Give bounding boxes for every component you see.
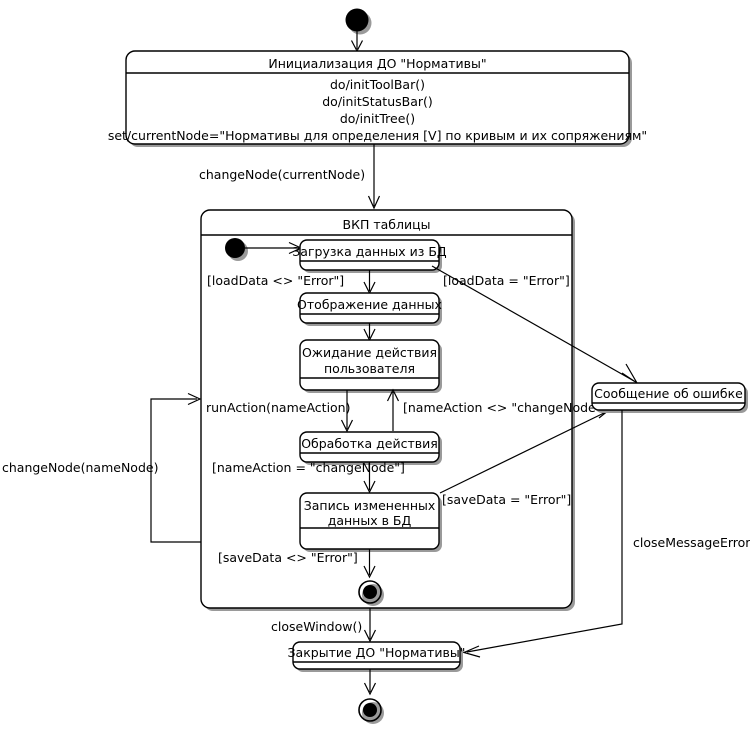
state-save-data[interactable]: Запись измененных данных в БД — [299, 492, 442, 552]
transition-wait-action-to-process-action[interactable]: runAction(nameAction) — [206, 390, 354, 433]
error-message-name: Сообщение об ошибке — [594, 386, 743, 401]
transition-save-data-to-inner-final[interactable]: [saveData <> "Error"] — [218, 549, 376, 579]
transition-load-data-to-error-message-label: [loadData = "Error"] — [443, 273, 570, 288]
transition-initialization-to-composite[interactable]: changeNode(currentNode) — [199, 144, 381, 210]
transition-composite-self-loop[interactable]: changeNode(nameNode) — [2, 392, 202, 543]
process-action-name: Обработка действия — [301, 436, 438, 451]
closing-name: Закрытие ДО "Нормативы" — [288, 645, 466, 660]
transition-process-action-to-wait-action[interactable]: [nameAction <> "changeNode"] — [386, 388, 607, 431]
composite-name: ВКП таблицы — [343, 217, 431, 232]
transition-initialization-to-composite-label: changeNode(currentNode) — [199, 167, 365, 182]
transition-composite-self-loop-label: changeNode(nameNode) — [2, 460, 158, 475]
load-data-name: Загрузка данных из БД — [292, 244, 447, 259]
initial-pseudostate-start[interactable] — [345, 8, 372, 35]
inner-final-ring — [358, 580, 382, 604]
state-show-data[interactable]: Отображение данных — [297, 292, 442, 326]
initialization-name: Инициализация ДО "Нормативы" — [268, 56, 486, 71]
state-load-data[interactable]: Загрузка данных из БД — [292, 239, 447, 273]
transition-error-message-to-closing-label: closeMessageError() — [633, 535, 750, 550]
initialization-activity-2: do/initTree() — [340, 111, 415, 126]
initialization-activity-1: do/initStatusBar() — [322, 94, 433, 109]
outer-final-state[interactable] — [358, 698, 384, 724]
outer-final-ring — [358, 698, 382, 722]
transition-error-message-to-closing[interactable]: closeMessageError() — [462, 410, 750, 658]
state-initialization[interactable]: Инициализация ДО "Нормативы" do/initTool… — [108, 50, 647, 147]
show-data-name: Отображение данных — [297, 297, 442, 312]
state-wait-action[interactable]: Ожидание действия пользователя — [299, 339, 442, 393]
wait-action-name-line1: Ожидание действия — [302, 345, 437, 360]
transition-process-action-to-wait-action-label: [nameAction <> "changeNode"] — [403, 400, 606, 415]
transition-wait-action-to-process-action-label: runAction(nameAction) — [206, 400, 350, 415]
transition-composite-to-closing-label: closeWindow() — [271, 619, 362, 634]
inner-final-dot — [363, 585, 377, 599]
composite-state-vkp-tablicy[interactable]: ВКП таблицы — [200, 209, 575, 611]
initial-dot — [345, 8, 369, 32]
transition-process-action-to-save-data[interactable]: [nameAction = "changeNode"] — [212, 460, 405, 494]
transition-load-data-to-show-data[interactable]: [loadData <> "Error"] — [207, 270, 376, 295]
transition-composite-to-closing[interactable]: closeWindow() — [271, 608, 377, 643]
inner-initial-dot — [225, 238, 245, 258]
save-data-name-line1: Запись измененных — [304, 498, 436, 513]
initialization-activity-3: set/currentNode="Нормативы для определен… — [108, 128, 647, 143]
transition-closing-to-outer-final[interactable] — [363, 669, 377, 696]
transition-load-data-to-show-data-label: [loadData <> "Error"] — [207, 273, 344, 288]
wait-action-name-line2: пользователя — [324, 361, 415, 376]
inner-initial-pseudostate[interactable] — [225, 238, 248, 261]
transition-process-action-to-save-data-label: [nameAction = "changeNode"] — [212, 460, 405, 475]
inner-final-state[interactable] — [358, 580, 384, 606]
transition-save-data-to-error-message-label: [saveData = "Error"] — [442, 492, 571, 507]
state-closing[interactable]: Закрытие ДО "Нормативы" — [288, 641, 466, 672]
composite-box — [200, 209, 573, 609]
save-data-name-line2: данных в БД — [328, 513, 412, 528]
transition-load-data-to-error-message[interactable]: [loadData = "Error"] — [431, 265, 638, 384]
initialization-box — [125, 50, 630, 145]
state-error-message[interactable]: Сообщение об ошибке — [591, 382, 748, 413]
initialization-activity-0: do/initToolBar() — [330, 77, 425, 92]
outer-final-dot — [363, 703, 377, 717]
transition-save-data-to-inner-final-label: [saveData <> "Error"] — [218, 550, 358, 565]
